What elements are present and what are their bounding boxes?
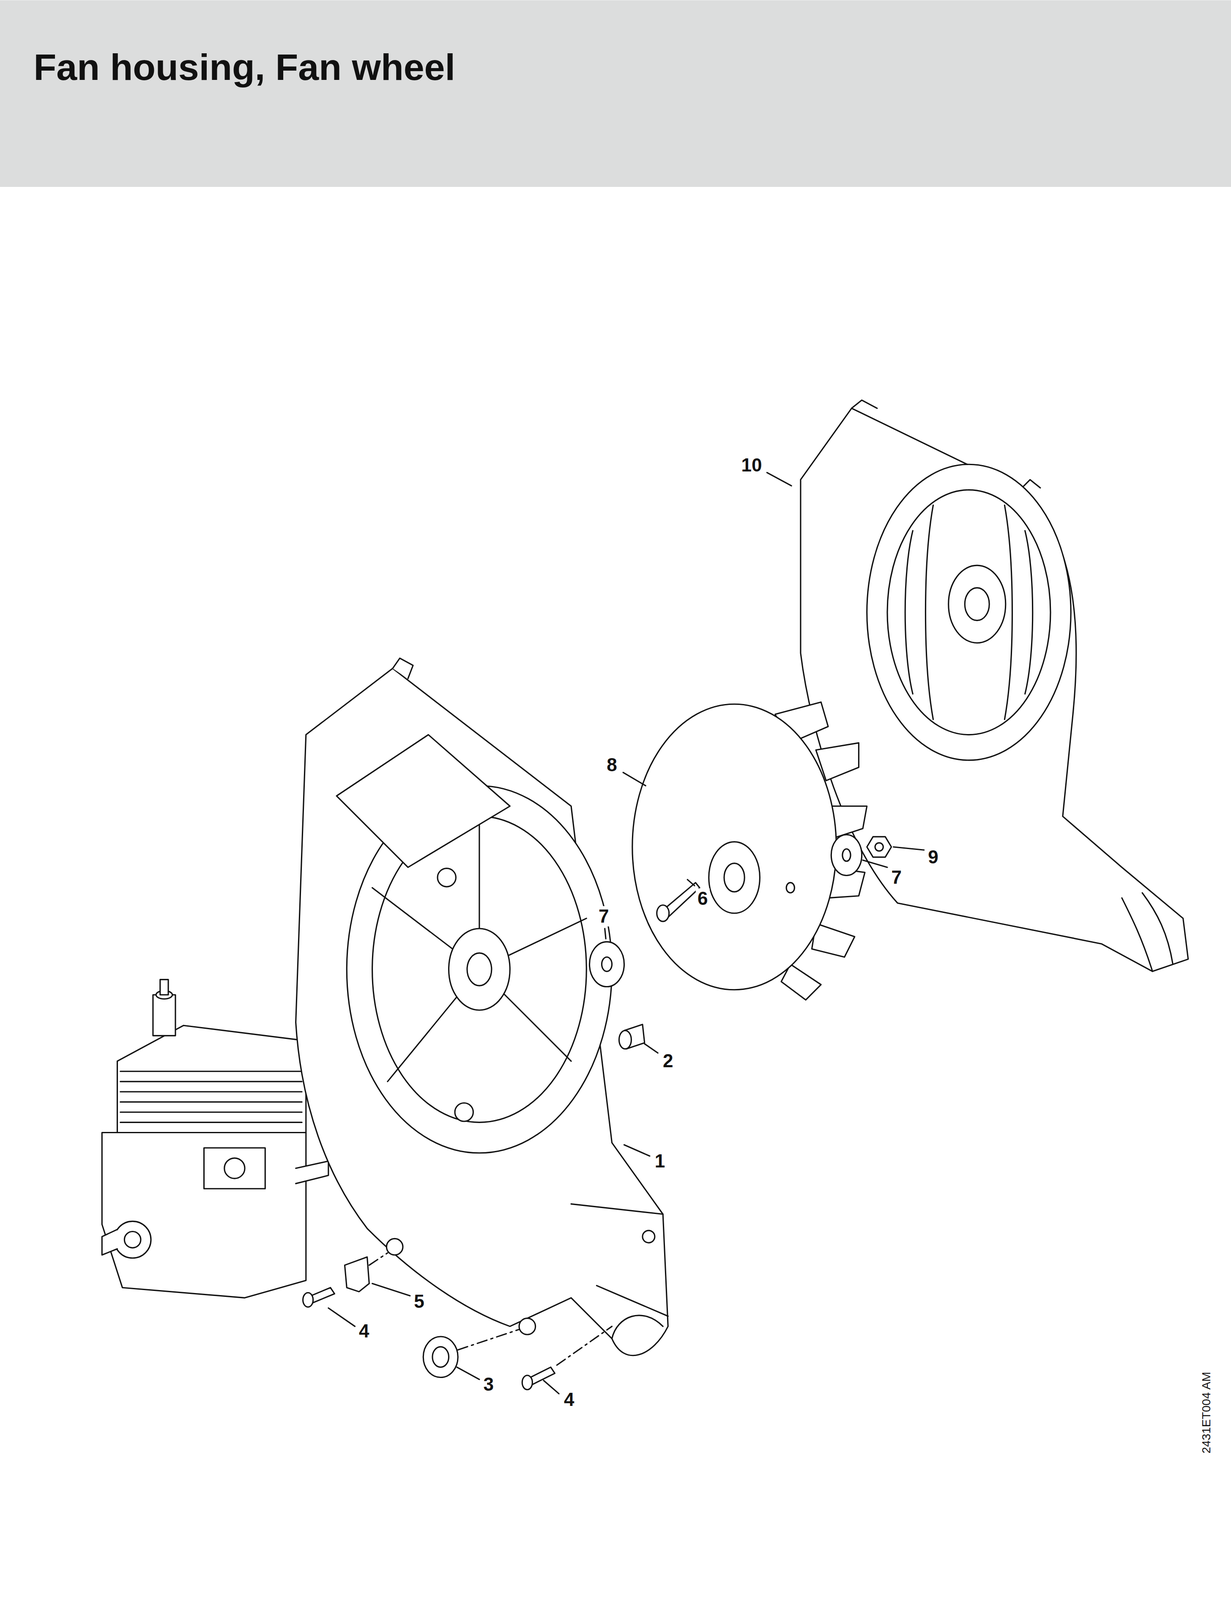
hardware-part: [867, 836, 892, 857]
leader-lines-part: [604, 928, 606, 939]
leader-lines-part: [687, 879, 695, 886]
engine-part: [295, 1160, 329, 1184]
hardware-part: [423, 1336, 458, 1378]
header-band: [0, 0, 1231, 188]
fan-housing-part: [467, 952, 492, 986]
parts-illustration-part: [101, 399, 1188, 1394]
callout-number: 10: [739, 454, 764, 476]
leader-lines: [328, 472, 925, 1394]
hardware: [303, 834, 892, 1390]
fan-housing-part: [295, 668, 669, 1356]
callout-number: 9: [926, 846, 940, 868]
leader-lines-part: [766, 472, 792, 486]
blower-housing-part: [887, 489, 1051, 735]
leader-lines-part: [372, 1283, 411, 1296]
hardware-part: [842, 848, 851, 862]
engine-part: [153, 994, 176, 1036]
blower-housing-part: [867, 464, 1072, 761]
callout-number: 2: [661, 1050, 675, 1071]
leader-lines-part: [328, 1307, 356, 1326]
leader-lines-part: [623, 772, 646, 786]
leader-lines-part: [543, 1380, 559, 1394]
engine-part: [224, 1157, 245, 1179]
fan-wheel-part: [708, 841, 761, 914]
engine-part: [117, 1025, 306, 1133]
callout-number: 3: [481, 1373, 496, 1395]
leader-lines-part: [893, 846, 924, 850]
callout-number: 4: [562, 1389, 576, 1410]
callout-number: 7: [596, 905, 611, 927]
hardware-part: [432, 1346, 449, 1367]
center-lines-part: [556, 1326, 612, 1366]
fan-wheel: [632, 701, 868, 1000]
fan-wheel-part: [786, 882, 795, 893]
callout-number: 6: [695, 888, 710, 909]
callout-number: 1: [653, 1150, 667, 1171]
engine: [101, 979, 329, 1298]
fan-housing-part: [392, 658, 414, 679]
engine-part: [160, 979, 169, 995]
drawing-code: 2431ET004 AM: [1200, 1371, 1213, 1454]
hardware-part: [831, 834, 862, 876]
engine-part: [204, 1147, 266, 1189]
blower-housing-part: [1121, 892, 1174, 972]
fan-housing-part: [336, 734, 510, 868]
fan-housing-part: [437, 868, 456, 887]
callout-number: 4: [357, 1320, 371, 1341]
fan-wheel-part: [632, 703, 837, 990]
engine-part: [101, 1132, 307, 1298]
leader-lines-part: [456, 1366, 480, 1379]
fan-housing-part: [642, 1230, 655, 1243]
hardware-part: [618, 1030, 632, 1049]
fan-housing-part: [571, 1203, 668, 1316]
center-lines-part: [369, 1252, 388, 1265]
fan-housing-part: [448, 928, 511, 1010]
fan-housing-part: [612, 1315, 664, 1339]
center-lines-part: [457, 1329, 520, 1350]
engine-part: [124, 1231, 141, 1248]
blower-housing-part: [964, 587, 990, 621]
engine-part: [101, 1229, 118, 1255]
blower-housing: [800, 399, 1189, 972]
fan-housing-part: [519, 1318, 536, 1335]
blower-housing-part: [905, 505, 1033, 720]
leader-lines-part: [862, 859, 888, 868]
callout-number: 5: [412, 1291, 426, 1312]
callout-number: 7: [889, 867, 903, 888]
leader-lines-part: [644, 1043, 658, 1054]
hardware-part: [303, 1292, 314, 1307]
page-title: Fan housing, Fan wheel: [33, 46, 456, 88]
blower-housing-part: [948, 565, 1006, 643]
hardware-part: [522, 1375, 533, 1390]
fan-housing-part: [386, 1238, 403, 1255]
hardware-part: [589, 941, 624, 987]
hardware-part: [344, 1256, 370, 1292]
blower-housing-part: [800, 408, 1189, 972]
hardware-part: [601, 957, 612, 972]
center-lines: [369, 1252, 612, 1365]
fan-housing: [295, 658, 669, 1356]
hardware-part: [656, 904, 670, 922]
fan-housing-part: [454, 1102, 474, 1122]
callout-number: 8: [604, 754, 619, 775]
engine-part: [120, 1071, 302, 1123]
hardware-part: [875, 842, 884, 851]
fan-wheel-part: [724, 863, 745, 892]
leader-lines-part: [624, 1144, 650, 1156]
engine-part: [114, 1220, 151, 1258]
